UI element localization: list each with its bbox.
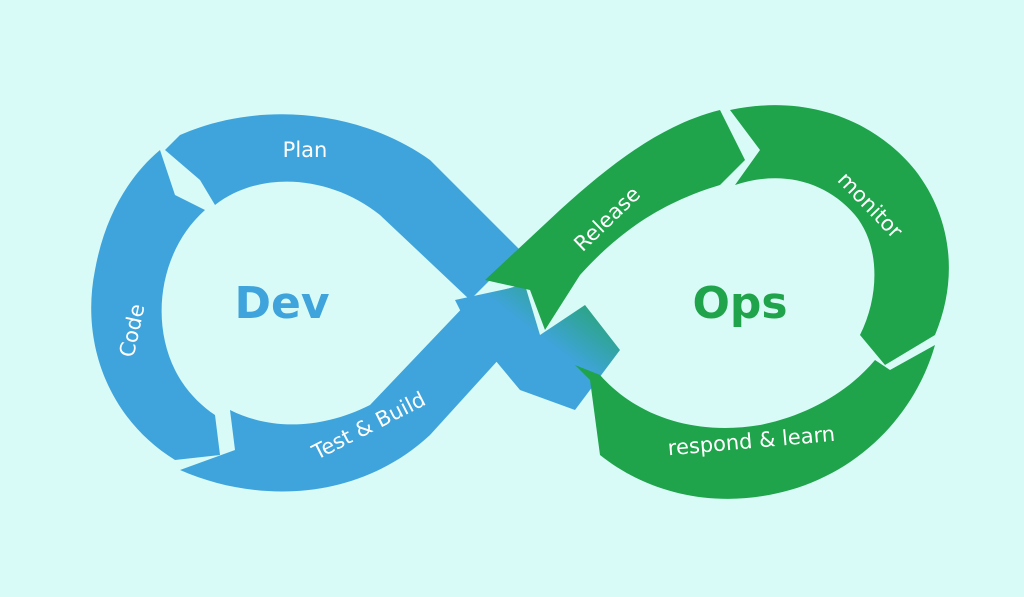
dev-loop bbox=[91, 114, 530, 492]
crossover-band bbox=[455, 285, 620, 410]
plan-label: Plan bbox=[283, 138, 328, 162]
monitor-segment bbox=[730, 105, 949, 365]
ops-loop bbox=[485, 105, 949, 499]
plan-segment bbox=[165, 114, 520, 301]
code-segment bbox=[91, 150, 221, 460]
release-segment bbox=[485, 110, 745, 330]
respond-learn-segment bbox=[575, 345, 935, 499]
test-build-segment bbox=[180, 285, 530, 492]
ops-title: Ops bbox=[692, 278, 787, 329]
dev-title: Dev bbox=[234, 278, 329, 329]
